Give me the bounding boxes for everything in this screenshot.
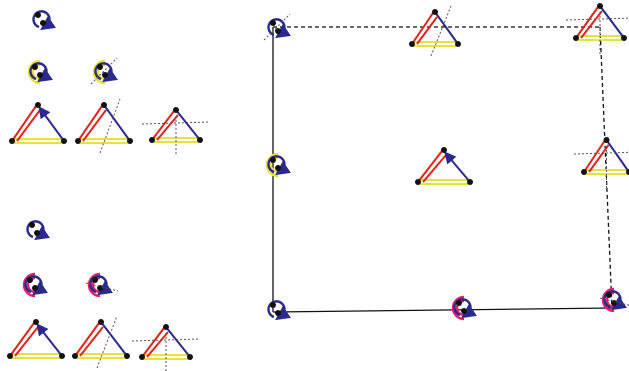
square-top-middle-triangle bbox=[409, 5, 461, 57]
square-center-triangle bbox=[415, 147, 473, 185]
square-top-left-loop bbox=[263, 13, 292, 41]
square-top-right-triangle bbox=[565, 3, 629, 54]
top-yellow-blue-loop bbox=[27, 59, 54, 85]
bottom-pink-blue-cut-loop bbox=[85, 272, 119, 298]
square-bottom-middle-loop bbox=[451, 295, 478, 321]
top-blue-loop bbox=[32, 10, 57, 31]
bottom-pink-blue-loop bbox=[22, 272, 49, 298]
bottom-blue-loop bbox=[26, 220, 51, 241]
square-left-middle-loop bbox=[265, 152, 292, 178]
square-frame bbox=[272, 26, 613, 313]
square-right-middle-triangle bbox=[573, 137, 629, 188]
bottom-triangle-arrow bbox=[7, 319, 65, 359]
bottom-triangle-double-cut bbox=[131, 324, 201, 371]
top-triangle-cut bbox=[75, 98, 133, 154]
top-triangle-double-cut bbox=[141, 107, 211, 156]
top-triangle-arrow bbox=[9, 102, 67, 144]
square-bottom-right-loop bbox=[599, 287, 629, 313]
square-bottom-left-loop bbox=[267, 300, 292, 321]
top-yellow-blue-cut-loop bbox=[90, 57, 119, 85]
bottom-triangle-cut bbox=[72, 315, 130, 369]
